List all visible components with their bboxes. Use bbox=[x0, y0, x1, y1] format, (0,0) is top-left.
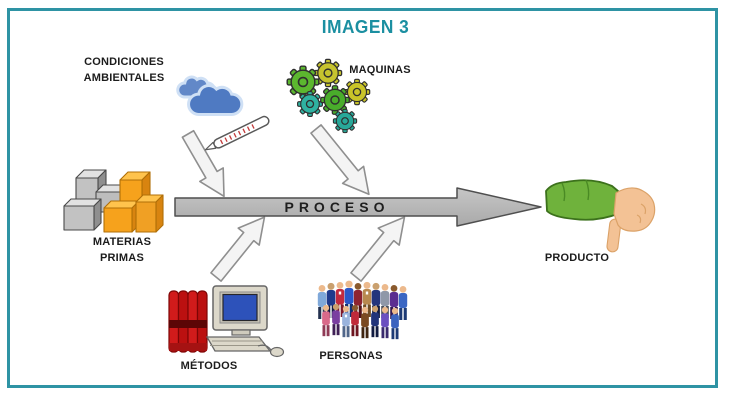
label-producto: PRODUCTO bbox=[534, 250, 620, 266]
flow-arrow-metodos bbox=[210, 216, 266, 282]
flow-arrow-condiciones bbox=[181, 129, 225, 198]
label-personas: PERSONAS bbox=[310, 348, 392, 364]
process-arrow bbox=[174, 187, 542, 227]
label-personas-text: PERSONAS bbox=[319, 350, 383, 362]
thumbs-down-hand-icon bbox=[545, 179, 656, 253]
label-condiciones-ambientales: CONDICIONES AMBIENTALES bbox=[68, 54, 180, 86]
label-maquinas-text: MAQUINAS bbox=[349, 64, 411, 76]
people-crowd-icon bbox=[317, 280, 408, 340]
label-maquinas: MAQUINAS bbox=[338, 62, 422, 78]
label-materias-line1: MATERIAS bbox=[92, 236, 152, 248]
cloud-icon bbox=[178, 77, 242, 114]
label-proceso: PROCESO bbox=[284, 199, 390, 215]
books-icon bbox=[168, 290, 208, 353]
computer-icon bbox=[205, 285, 285, 358]
flow-arrow-maquinas bbox=[310, 124, 370, 196]
flow-arrow-personas bbox=[350, 216, 406, 282]
label-materias-primas: MATERIAS PRIMAS bbox=[72, 234, 172, 266]
label-metodos-text: MÉTODOS bbox=[180, 360, 238, 372]
thermometer-icon bbox=[204, 115, 270, 151]
page-title: IMAGEN 3 bbox=[321, 17, 410, 37]
label-metodos: MÉTODOS bbox=[168, 358, 250, 374]
computer-screen bbox=[222, 293, 258, 322]
raw-material-blocks-icon bbox=[63, 169, 164, 233]
label-condiciones-line2: AMBIENTALES bbox=[83, 72, 165, 84]
label-materias-line2: PRIMAS bbox=[100, 252, 144, 264]
label-producto-text: PRODUCTO bbox=[544, 252, 610, 264]
label-condiciones-line1: CONDICIONES bbox=[84, 56, 164, 68]
